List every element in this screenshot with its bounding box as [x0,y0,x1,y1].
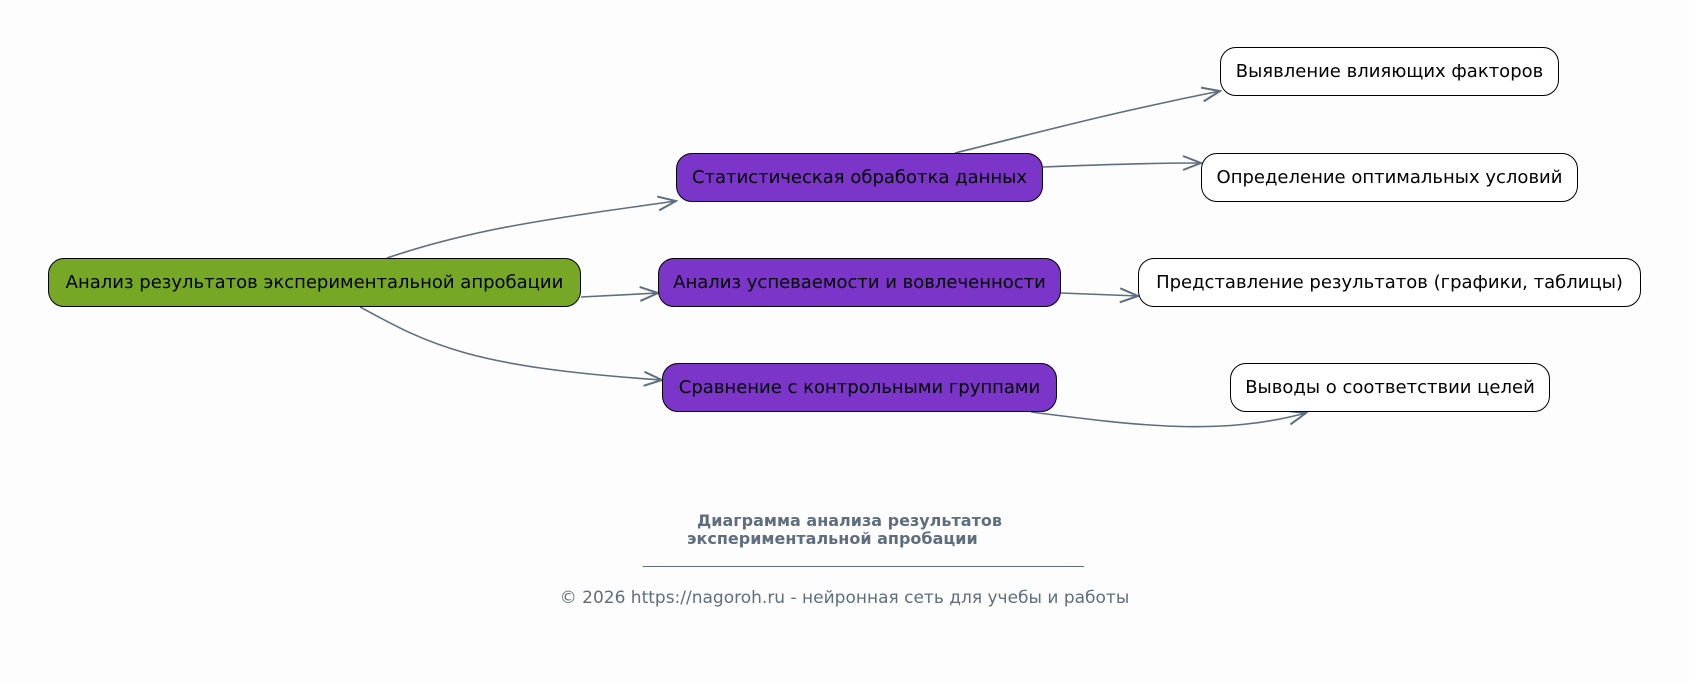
root-node: Анализ результатов экспериментальной апр… [48,258,581,307]
edge-statistics-to-optimal [1042,163,1201,167]
edge-root-to-performance [580,293,658,297]
edge-comparison-to-conclusions [1030,412,1306,428]
node-influencing-factors: Выявление влияющих факторов [1220,47,1559,96]
caption-divider [643,566,1084,567]
edge-statistics-to-factors [954,91,1220,154]
node-control-group-comparison: Сравнение с контрольными группами [662,363,1057,412]
node-results-presentation: Представление результатов (графики, табл… [1138,258,1641,307]
caption-title-line-2: экспериментальной апробации [687,529,978,548]
caption-title-line-1: Диаграмма анализа результатов [697,511,1002,530]
edge-root-to-statistics [386,201,676,259]
node-conclusions: Выводы о соответствии целей [1230,363,1550,412]
node-optimal-conditions: Определение оптимальных условий [1201,153,1578,202]
node-statistical-processing: Статистическая обработка данных [676,153,1043,202]
node-performance-analysis: Анализ успеваемости и вовлеченности [658,258,1061,307]
edge-root-to-comparison [359,306,662,380]
edge-performance-to-presentation [1060,293,1138,296]
footer-credit: © 2026 https://nagoroh.ru - нейронная се… [559,588,1130,608]
